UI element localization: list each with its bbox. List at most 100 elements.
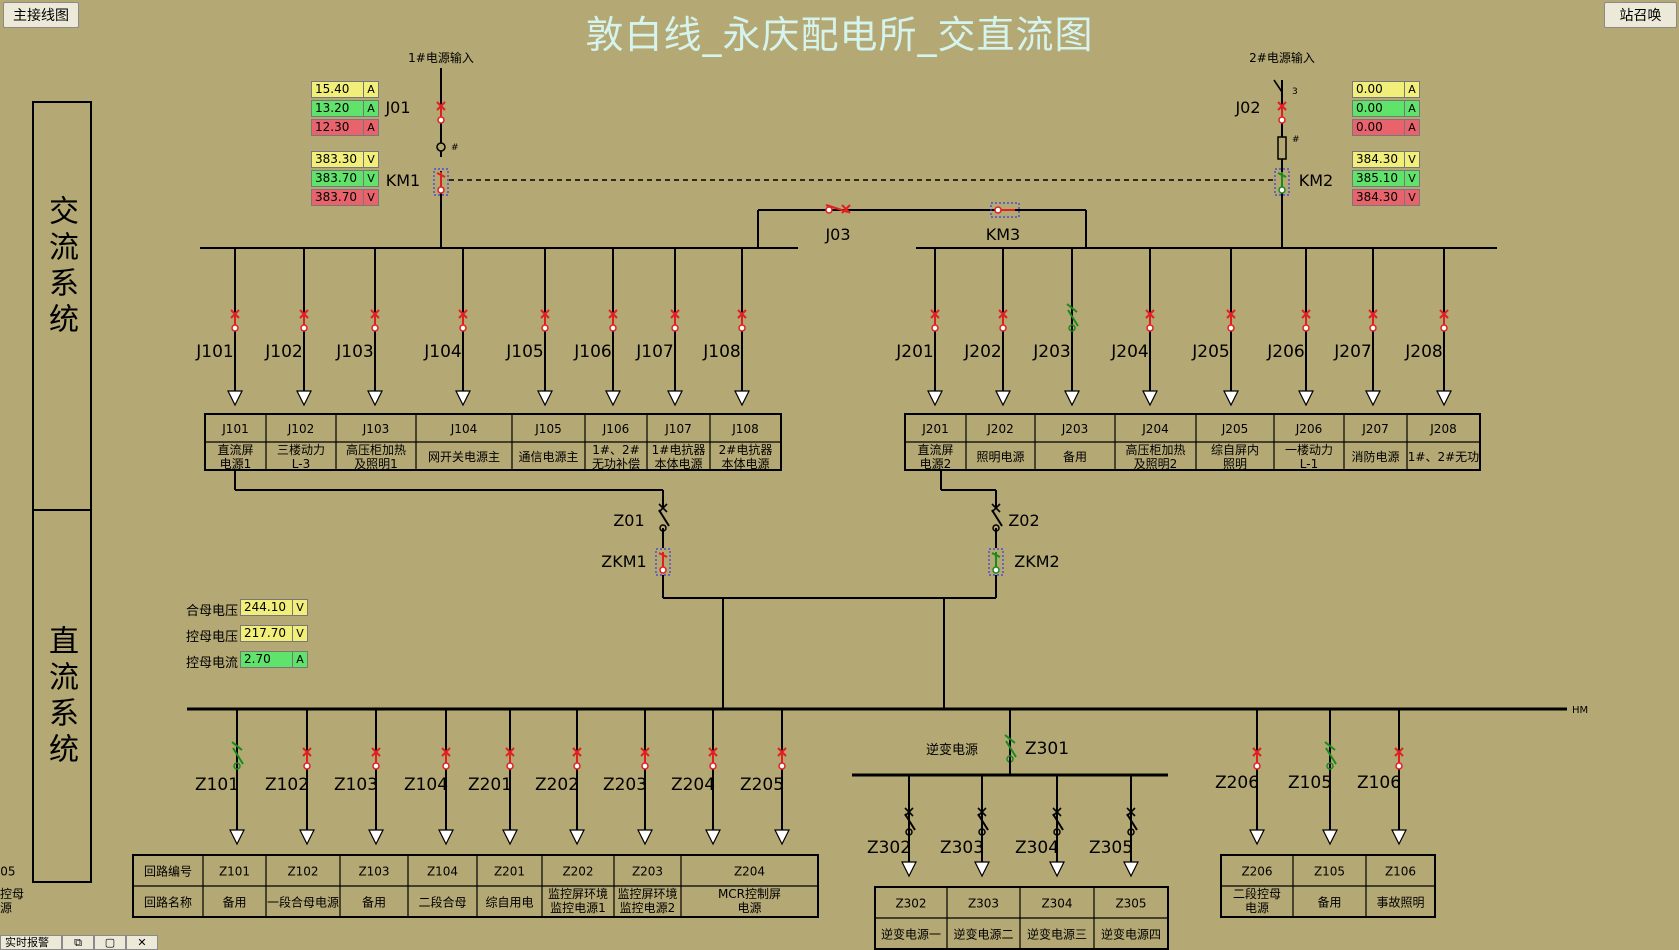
- ac-right-cell-id-J204: J204: [1141, 422, 1168, 436]
- zkm1-label: ZKM1: [601, 552, 646, 571]
- dc-left-switch-Z201-contact: [506, 762, 514, 770]
- dc-left-cell-id-Z102: Z102: [287, 865, 318, 879]
- z301-label: Z301: [1025, 739, 1069, 759]
- station-call-button[interactable]: 站召唤: [1604, 2, 1677, 28]
- ac-right-switch-J203-arm: [1067, 309, 1079, 327]
- meter-right-3-unit: V: [1404, 152, 1419, 167]
- ac-left-cell-name-J108-b: 本体电源: [721, 457, 769, 471]
- z301-switch-arm: [1005, 740, 1017, 758]
- dc-mid-switch-Z305-arm: [1126, 813, 1138, 831]
- maximize-icon[interactable]: ▢: [94, 935, 126, 950]
- bottom-tab-bar: 实时报警 ⧉ ▢ ✕: [0, 935, 158, 950]
- dc-left-cell-name-Z205-b: 电源: [0, 901, 12, 915]
- meter-left-0-unit: A: [363, 82, 378, 97]
- dc-left-cell-name-Z103: 备用: [362, 896, 386, 910]
- km2-label: KM2: [1299, 171, 1333, 190]
- ac-system-frame: [32, 101, 92, 511]
- ac-left-cell-name-J102-b: L-3: [292, 457, 310, 471]
- ac-right-cell-id-J202: J202: [986, 422, 1013, 436]
- ac-right-label-J204: J204: [1110, 342, 1148, 362]
- ac-right-label-J202: J202: [963, 342, 1001, 362]
- ac-left-cell-name-J106-b: 无功补偿: [592, 456, 640, 471]
- dc-right-label-Z106: Z106: [1357, 773, 1401, 793]
- dc-left-cell-id-Z203: Z203: [632, 865, 663, 879]
- ac-left-label-J107: J107: [635, 342, 673, 362]
- dc-mid-cell-name-Z303: 逆变电源二: [953, 927, 1013, 942]
- j03-label: J03: [824, 225, 850, 244]
- meter-right-0-unit: A: [1404, 82, 1419, 97]
- ac-left-cell-id-J107: J107: [664, 422, 691, 436]
- meter-left-2-value: 12.30: [315, 120, 350, 134]
- meter-left-3-value: 383.30: [315, 152, 357, 166]
- ac-right-switch-J203-blade: [1066, 303, 1078, 313]
- close-icon[interactable]: ✕: [126, 935, 158, 950]
- z01-switch-arm: [658, 509, 670, 527]
- main-wiring-button[interactable]: 主接线图: [3, 2, 79, 28]
- ac-right-arrow-J206: [1298, 390, 1314, 407]
- meter-left-0-value: 15.40: [315, 82, 350, 96]
- realtime-alarm-tab[interactable]: 实时报警: [0, 935, 62, 950]
- ac-right-cell-id-J208: J208: [1429, 422, 1456, 436]
- ac-right-arrow-J205: [1223, 390, 1239, 407]
- dc-left-label-Z104: Z104: [404, 775, 448, 795]
- j02-label: J02: [1234, 98, 1260, 117]
- dc-left-label-Z205: Z205: [740, 775, 784, 795]
- inverter-label: 逆变电源: [926, 742, 978, 758]
- ac-left-cell-name-J108-a: 2#电抗器: [719, 442, 773, 457]
- ac-right-cell-name-J205-a: 综自屏内: [1211, 443, 1259, 457]
- meter-right-1-value: 0.00: [1356, 101, 1383, 115]
- ac-right-label-J205: J205: [1191, 342, 1229, 362]
- ac-right-cell-name-J204-b: 及照明2: [1134, 457, 1178, 471]
- dc-left-cell-name-Z102: 一段合母电源: [267, 895, 339, 910]
- ac-right-arrow-J202: [995, 390, 1011, 407]
- zkm2-breaker-dot: [992, 566, 1000, 574]
- dc-mid-cell-id-Z305: Z305: [1115, 897, 1146, 911]
- ac-left-cell-name-J104: 网开关电源主: [428, 450, 500, 464]
- j03-x2: [841, 204, 851, 214]
- dc-left-header-name: 回路名称: [144, 895, 192, 910]
- dc-left-cell-name-Z104: 二段合母: [418, 895, 466, 910]
- ac-left-label-J103: J103: [335, 342, 373, 362]
- dc-left-switch-Z202-contact: [573, 762, 581, 770]
- meter-right-1-unit: A: [1404, 101, 1419, 116]
- dc-mid-switch-Z305-contact: [1127, 828, 1135, 836]
- ac-left-cell-name-J107-b: 本体电源: [654, 457, 702, 471]
- dc-meter-label-0: 合母电压: [186, 604, 239, 619]
- dc-right-arrow-Z206: [1249, 829, 1265, 846]
- ac-left-switch-J102-contact: [300, 324, 308, 332]
- ac-right-switch-J206-contact: [1302, 324, 1310, 332]
- dc-left-arrow-Z201: [502, 829, 518, 846]
- dc-mid-label-Z303: Z303: [940, 838, 984, 858]
- ac-left-switch-J105-contact: [541, 324, 549, 332]
- ac-left-arrow-J108: [734, 390, 750, 407]
- dc-left-cell-id-Z205: Z205: [0, 865, 16, 879]
- z02-label: Z02: [1008, 511, 1039, 530]
- dc-left-cell-id-Z101: Z101: [219, 865, 250, 879]
- km2-breaker-dot: [1278, 186, 1286, 194]
- power-input-1-label: 1#电源输入: [408, 50, 474, 65]
- ac-right-cell-name-J201-b: 电源2: [920, 457, 952, 471]
- dc-mid-arrow-Z304: [1049, 861, 1065, 878]
- meter-right-4-unit: V: [1404, 171, 1419, 186]
- meter-left-1-value: 13.20: [315, 101, 350, 115]
- ac-right-arrow-J203: [1064, 390, 1080, 407]
- ac-left-switch-J103-contact: [371, 324, 379, 332]
- j01-switch-contact: [437, 116, 445, 124]
- ac-right-label-J207: J207: [1333, 342, 1371, 362]
- ac-left-label-J105: J105: [505, 342, 543, 362]
- meter-left-5-unit: V: [363, 190, 378, 205]
- ac-system-label: 交流系统: [43, 195, 78, 339]
- dc-meter-1-unit: V: [292, 626, 307, 641]
- ac-left-switch-J101-contact: [231, 324, 239, 332]
- meter-left-2-unit: A: [363, 120, 378, 135]
- meter-left-3-unit: V: [363, 152, 378, 167]
- km2-breaker-tip: [1277, 172, 1287, 178]
- km3-frame: [990, 202, 1020, 218]
- ac-left-label-J106: J106: [573, 342, 611, 362]
- dc-mid-cell-id-Z303: Z303: [968, 897, 999, 911]
- restore-icon[interactable]: ⧉: [62, 935, 94, 950]
